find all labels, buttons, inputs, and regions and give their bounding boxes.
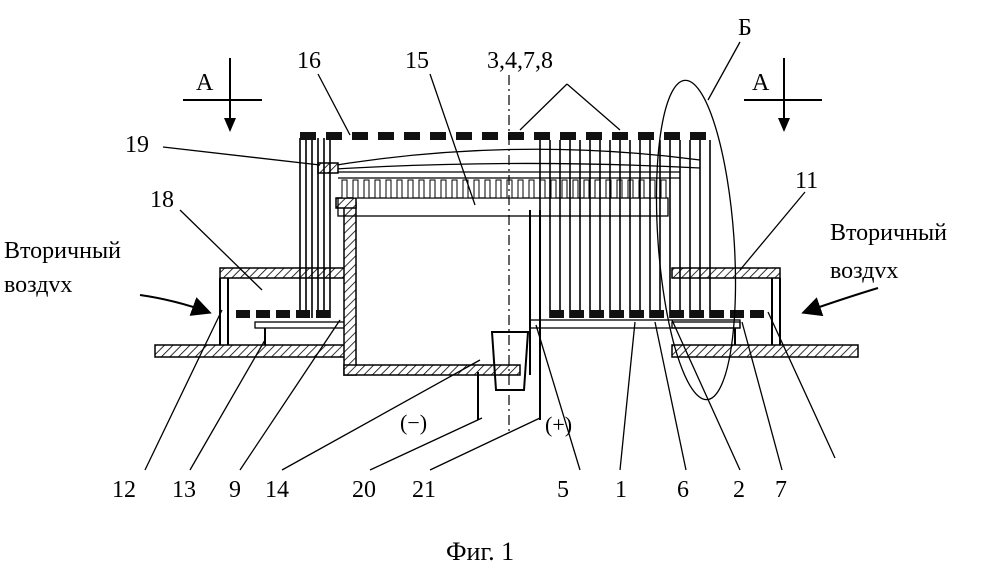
label-21: 21 <box>412 477 436 503</box>
bottom-pad <box>296 310 310 318</box>
right-air-arrow <box>805 288 878 312</box>
bottom-pad <box>610 310 624 318</box>
top-contact-pads <box>300 132 706 140</box>
label-6: 6 <box>677 477 689 503</box>
polarity-minus: (−) <box>400 410 427 435</box>
comb-tooth <box>430 180 435 198</box>
bottom-labels: 12 13 9 14 20 21 5 1 6 2 7 <box>112 477 787 503</box>
label-12: 12 <box>112 477 136 503</box>
vertical-tubes <box>300 138 710 318</box>
bottom-pad <box>690 310 704 318</box>
section-mark-right-letter: А <box>752 70 770 96</box>
bottom-pad <box>550 310 564 318</box>
label-15: 15 <box>405 48 429 74</box>
comb-tooth <box>386 180 391 198</box>
bottom-pad <box>236 310 250 318</box>
top-pad <box>378 132 394 140</box>
bottom-pad <box>670 310 684 318</box>
comb-tooth <box>573 180 578 198</box>
top-pad <box>456 132 472 140</box>
label-7: 7 <box>775 477 787 503</box>
left-side-housing <box>220 268 345 345</box>
bottom-pad <box>650 310 664 318</box>
polarity-plus: (+) <box>545 412 572 437</box>
comb-tooth <box>518 180 523 198</box>
left-air-label-1: Вторичный <box>4 238 121 264</box>
right-side-housing <box>672 268 780 345</box>
bottom-pad <box>316 310 330 318</box>
comb-tooth <box>562 180 567 198</box>
right-air-label-1: Вторичный <box>830 220 947 246</box>
comb-tooth <box>419 180 424 198</box>
comb-tooth <box>529 180 534 198</box>
left-air-label-2: воздvх <box>4 272 72 298</box>
label-3-4-7-8: 3,4,7,8 <box>487 48 553 74</box>
bottom-pad <box>710 310 724 318</box>
comb-tooth <box>485 180 490 198</box>
top-pad <box>560 132 576 140</box>
right-air-label-2: воздvх <box>830 258 898 284</box>
top-pad <box>508 132 524 140</box>
detail-leader <box>708 42 740 100</box>
section-mark-left: А <box>183 58 262 132</box>
label-16: 16 <box>297 48 321 74</box>
bottom-pad <box>730 310 744 318</box>
label-18: 18 <box>150 187 174 213</box>
detail-mark-letter: Б <box>738 15 752 41</box>
bottom-pad <box>256 310 270 318</box>
top-pad <box>664 132 680 140</box>
label-20: 20 <box>352 477 376 503</box>
label-9: 9 <box>229 477 241 503</box>
top-pad <box>612 132 628 140</box>
comb-tooth <box>353 180 358 198</box>
base-plate-right <box>672 345 858 357</box>
section-mark-right: А <box>744 58 822 132</box>
top-pad <box>430 132 446 140</box>
bottom-contact-pads <box>236 310 764 318</box>
section-mark-left-letter: А <box>196 70 214 96</box>
top-pad <box>326 132 342 140</box>
label-5: 5 <box>557 477 569 503</box>
comb-tooth <box>551 180 556 198</box>
top-pad <box>404 132 420 140</box>
label-2: 2 <box>733 477 745 503</box>
bottom-pad <box>276 310 290 318</box>
figure-caption: Фиг. 1 <box>446 537 514 566</box>
top-pad <box>352 132 368 140</box>
bottom-pad <box>750 310 764 318</box>
top-pad <box>586 132 602 140</box>
top-pad <box>690 132 706 140</box>
bottom-leader-lines <box>145 310 835 470</box>
comb-tooth <box>474 180 479 198</box>
top-pad <box>534 132 550 140</box>
top-pad <box>300 132 316 140</box>
comb-tooth <box>496 180 501 198</box>
top-pad <box>482 132 498 140</box>
label-13: 13 <box>172 477 196 503</box>
bottom-pad <box>570 310 584 318</box>
comb-tooth <box>661 180 666 198</box>
comb-tooth <box>342 180 347 198</box>
bottom-pad <box>590 310 604 318</box>
left-air-arrow <box>140 295 208 312</box>
label-14: 14 <box>265 477 289 503</box>
bottom-pad <box>630 310 644 318</box>
comb-tooth <box>397 180 402 198</box>
comb-tooth <box>441 180 446 198</box>
label-19: 19 <box>125 132 149 158</box>
electrode-block <box>478 332 528 420</box>
comb-tooth <box>452 180 457 198</box>
comb-teeth <box>342 180 666 198</box>
top-pad <box>638 132 654 140</box>
comb-tooth <box>408 180 413 198</box>
comb-tooth <box>375 180 380 198</box>
label-1: 1 <box>615 477 627 503</box>
comb-tooth <box>584 180 589 198</box>
comb-tooth <box>364 180 369 198</box>
label-11: 11 <box>795 168 818 194</box>
